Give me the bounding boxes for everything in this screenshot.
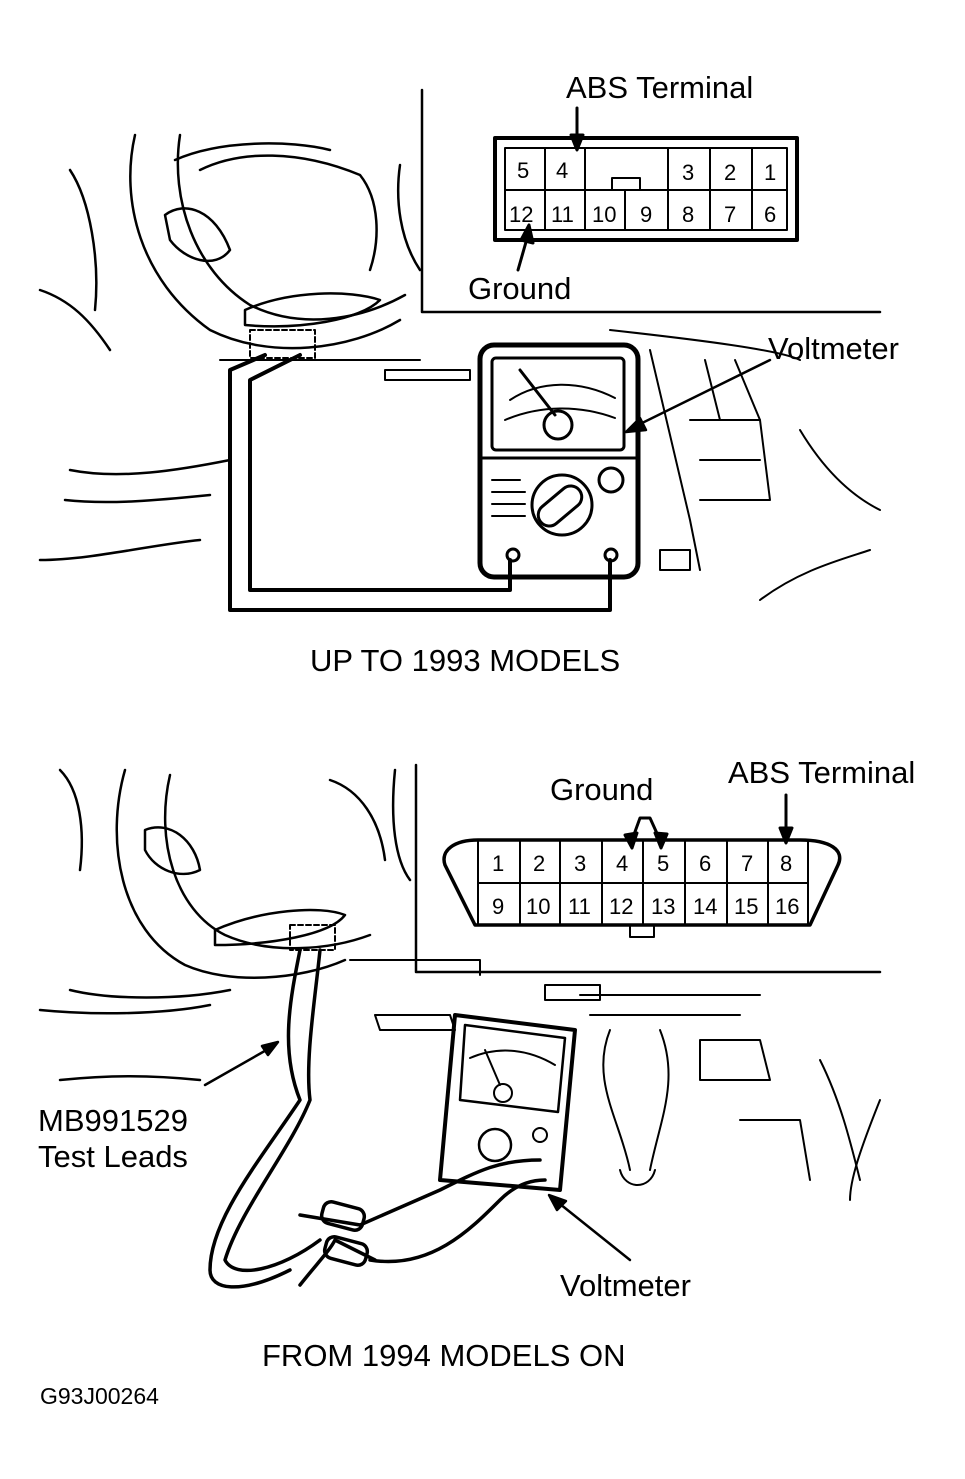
pin-bottom-2: 2 — [533, 851, 546, 876]
steering-wheel-bottom — [38, 768, 412, 1082]
pin-top-5: 5 — [517, 158, 530, 183]
connector-12pin — [493, 136, 799, 242]
caption-up-to-1993: UP TO 1993 MODELS — [310, 643, 621, 678]
pin-bottom-7: 7 — [741, 851, 754, 876]
voltmeter-label-top: Voltmeter — [768, 331, 899, 366]
pin-bottom-13: 13 — [651, 894, 676, 919]
connector-16pin — [442, 838, 842, 938]
pin-bottom-5: 5 — [657, 851, 670, 876]
bottom-panel-art — [38, 763, 882, 1289]
pin-bottom-14: 14 — [693, 894, 718, 919]
pin-top-2: 2 — [724, 160, 737, 185]
figure-id: G93J00264 — [40, 1383, 159, 1409]
pin-bottom-8: 8 — [780, 851, 793, 876]
test-leads-part-number: MB991529 — [38, 1103, 188, 1138]
pin-bottom-4: 4 — [616, 851, 629, 876]
pin-bottom-12: 12 — [609, 894, 634, 919]
pin-top-11: 11 — [551, 202, 574, 227]
pin-bottom-9: 9 — [492, 894, 505, 919]
pin-bottom-16: 16 — [775, 894, 800, 919]
pin-bottom-11: 11 — [568, 894, 591, 919]
ground-arrows-bottom — [623, 816, 669, 850]
voltmeter-bottom — [438, 1013, 577, 1192]
voltmeter-label-bottom: Voltmeter — [560, 1268, 691, 1303]
pin-top-7: 7 — [724, 202, 737, 227]
pin-bottom-15: 15 — [734, 894, 759, 919]
pin-bottom-1: 1 — [492, 851, 505, 876]
ground-label-top: Ground — [468, 271, 572, 306]
pin-bottom-10: 10 — [526, 894, 551, 919]
pin-top-8: 8 — [682, 202, 695, 227]
abs-arrow-bottom — [778, 793, 794, 845]
pin-top-6: 6 — [764, 202, 777, 227]
abs-arrow-top — [569, 106, 585, 152]
abs-terminal-label-top: ABS Terminal — [566, 70, 754, 105]
pin-top-9: 9 — [640, 202, 653, 227]
test-leads — [208, 948, 547, 1289]
pin-bottom-3: 3 — [574, 851, 587, 876]
pin-top-10: 10 — [592, 202, 617, 227]
pin-top-1: 1 — [764, 160, 777, 185]
steering-wheel-top — [38, 133, 422, 562]
abs-terminal-label-bottom: ABS Terminal — [728, 755, 916, 790]
ground-label-bottom: Ground — [550, 772, 654, 807]
pin-top-12: 12 — [509, 202, 534, 227]
ground-arrow-top — [516, 223, 535, 272]
pin-bottom-6: 6 — [699, 851, 712, 876]
top-panel-art — [38, 88, 882, 612]
test-leads-label: Test Leads — [38, 1139, 188, 1174]
caption-from-1994: FROM 1994 MODELS ON — [262, 1338, 626, 1373]
leads-top — [228, 353, 612, 612]
pin-top-4: 4 — [556, 158, 569, 183]
voltmeter-top — [477, 342, 641, 580]
pin-top-3: 3 — [682, 160, 695, 185]
